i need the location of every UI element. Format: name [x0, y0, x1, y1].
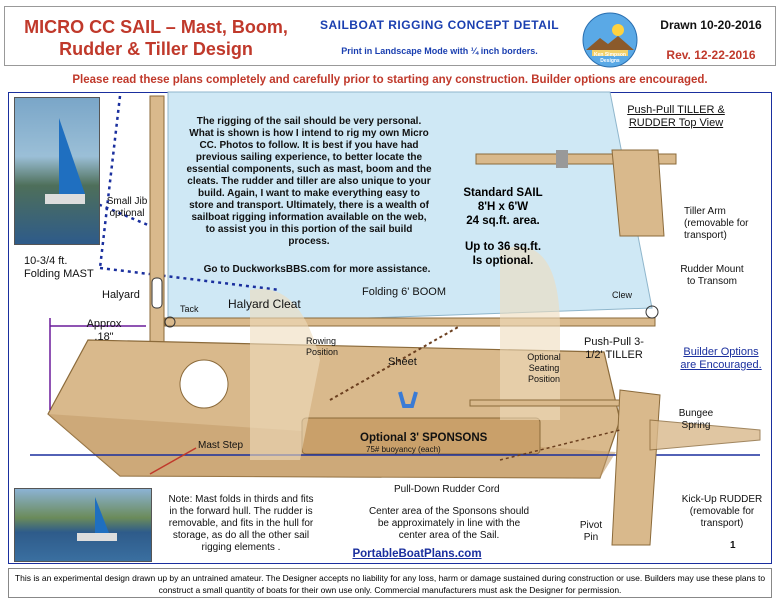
- website-link[interactable]: PortableBoatPlans.com: [352, 548, 482, 560]
- rudder-bracket: [649, 419, 761, 451]
- sail-line-2: 8'H x 6'W: [477, 201, 529, 213]
- label-approx: Approx .18": [86, 318, 122, 343]
- label-halyard-cleat: Halyard Cleat: [228, 297, 301, 311]
- label-tack: Tack: [180, 304, 199, 314]
- boat-photo-top: [14, 97, 100, 245]
- tack-ring: [164, 316, 176, 328]
- halyard-cleat-shape: [151, 277, 163, 309]
- label-small-jib: Small Jib optional: [106, 196, 148, 219]
- header-frame: [4, 6, 776, 66]
- logo-icon: [582, 12, 638, 68]
- label-rudder-cord: Pull-Down Rudder Cord: [394, 484, 500, 495]
- logo-text: Ken Simpson Designs: [594, 52, 626, 64]
- warning-banner: Please read these plans completely and c…: [72, 74, 708, 86]
- label-tiller-arm: Tiller Arm (removable for transport): [684, 206, 749, 241]
- duckworks-link[interactable]: Go to DuckworksBBS.com for more assistan…: [203, 264, 431, 275]
- topview-rudder: [611, 149, 665, 237]
- print-note: Print in Landscape Mode with ¼ inch bord…: [341, 46, 538, 56]
- jib-line: [98, 95, 122, 269]
- rowing-figure: [250, 288, 320, 460]
- sitting-figure: [500, 246, 560, 420]
- header-center: SAILBOAT RIGGING CONCEPT DETAIL Print in…: [312, 18, 567, 56]
- label-halyard: Halyard: [102, 289, 140, 301]
- label-sheet: Sheet: [388, 356, 417, 368]
- sail-opt-1: Up to 36 sq.ft.: [464, 241, 542, 253]
- center-note: Center area of the Sponsons should be ap…: [368, 506, 530, 541]
- topview-tiller: [475, 153, 677, 165]
- title-line-1: MICRO CC SAIL – Mast, Boom,: [24, 17, 288, 37]
- boom: [164, 317, 656, 327]
- label-buoyancy: 75# buoyancy (each): [366, 445, 441, 454]
- rudder: [611, 389, 661, 546]
- hatch-circle: [179, 359, 229, 409]
- halyard-line: [99, 266, 281, 292]
- label-seating: Optional Seating Position: [527, 352, 561, 384]
- label-page-number: 1: [730, 540, 736, 551]
- cleat-shape: [398, 391, 418, 408]
- sail-opt-2: Is optional.: [472, 255, 534, 267]
- sailboat-photo-icon-2: [77, 497, 117, 541]
- subtitle: SAILBOAT RIGGING CONCEPT DETAIL: [319, 18, 560, 32]
- sheet-line: [329, 325, 461, 401]
- label-rudder-mount: Rudder Mount to Transom: [680, 264, 744, 287]
- label-topview-title: Push-Pull TILLER & RUDDER Top View: [627, 104, 725, 129]
- sailboat-photo-icon: [45, 118, 85, 204]
- rev-date: Rev. 12-22-2016: [666, 48, 756, 62]
- label-builder-options: Builder Options are Encouraged.: [680, 346, 762, 371]
- label-boom: Folding 6' BOOM: [362, 286, 447, 298]
- label-sponsons: Optional 3' SPONSONS: [360, 432, 488, 444]
- mast-note: Note: Mast folds in thirds and fits in t…: [168, 494, 314, 553]
- clew-ring: [645, 305, 659, 319]
- label-mast-step: Mast Step: [198, 440, 244, 451]
- label-mast: 10-3/4 ft. Folding MAST: [24, 255, 94, 280]
- label-rowing: Rowing Position: [306, 336, 339, 357]
- footer-disclaimer: This is an experimental design drawn up …: [8, 568, 772, 598]
- label-pivot: Pivot Pin: [579, 520, 603, 543]
- page-title: MICRO CC SAIL – Mast, Boom, Rudder & Til…: [6, 16, 306, 60]
- sail-line-1: Standard SAIL: [463, 187, 543, 199]
- mast-step-arrow: [149, 447, 197, 475]
- rudder-cord: [499, 429, 621, 461]
- boat-photo-bottom: [14, 488, 152, 562]
- sail-line-3: 24 sq.ft. area.: [466, 215, 540, 227]
- tiller-bar: [469, 399, 641, 407]
- logo: Ken Simpson Designs: [582, 12, 638, 68]
- header-dates: Drawn 10-20-2016 Rev. 12-22-2016: [646, 18, 776, 62]
- label-bungee: Bungee Spring: [678, 408, 714, 431]
- sail-label: Standard SAIL 8'H x 6'W 24 sq.ft. area. …: [448, 186, 558, 268]
- label-clew: Clew: [612, 290, 633, 300]
- label-tiller: Push-Pull 3-1/2' TILLER: [584, 336, 644, 361]
- drawn-date: Drawn 10-20-2016: [660, 18, 762, 32]
- label-kickup: Kick-Up RUDDER (removable for transport): [681, 494, 763, 529]
- intro-text: The rigging of the sail should be very p…: [186, 116, 432, 247]
- forestay-line: [39, 178, 161, 232]
- topview-clamp: [556, 150, 568, 168]
- title-line-2: Rudder & Tiller Design: [59, 39, 253, 59]
